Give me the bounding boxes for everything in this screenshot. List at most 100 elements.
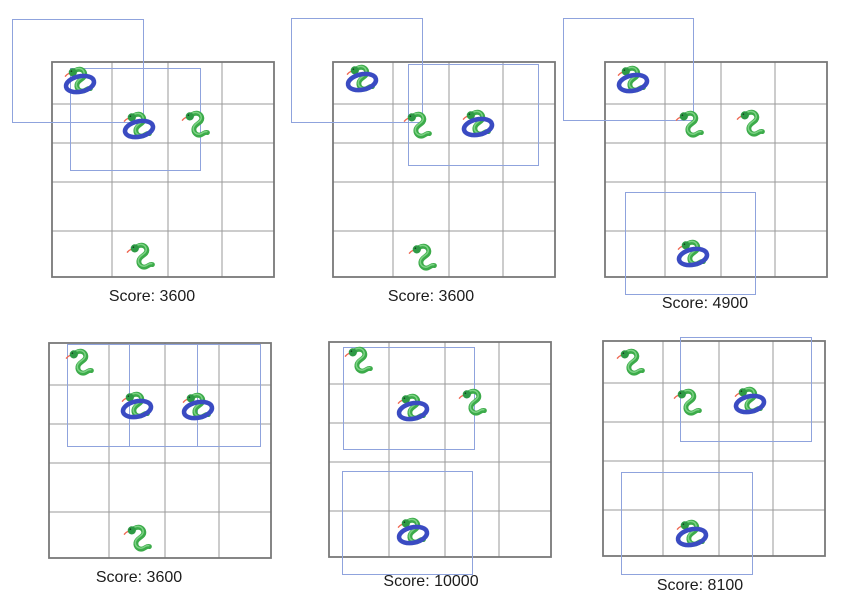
snake-head bbox=[68, 68, 77, 77]
snake-head bbox=[130, 244, 139, 253]
board-grid bbox=[48, 342, 272, 559]
snake-head bbox=[401, 395, 410, 404]
snake-icon bbox=[181, 110, 210, 138]
snake-head bbox=[185, 112, 194, 121]
selection-rectangle bbox=[342, 471, 473, 575]
snake-eye bbox=[682, 523, 685, 525]
snake-head bbox=[186, 394, 195, 403]
score-label: Score: 3600 bbox=[95, 569, 183, 586]
circled-snake-icon bbox=[616, 65, 650, 94]
snake-eye bbox=[129, 528, 132, 530]
snake-eye bbox=[403, 397, 406, 399]
snake-eye bbox=[187, 114, 190, 116]
snake-tongue bbox=[123, 117, 129, 122]
snake-head bbox=[677, 390, 686, 399]
snake-head bbox=[125, 393, 134, 402]
snake-icon bbox=[403, 111, 432, 139]
snake-tongue bbox=[123, 530, 129, 535]
snake-head bbox=[679, 112, 688, 121]
circled-snake-icon bbox=[120, 391, 154, 420]
selection-rectangle bbox=[625, 192, 756, 295]
snake-head bbox=[127, 113, 136, 122]
snake-icon bbox=[344, 346, 373, 374]
snake-tongue bbox=[616, 354, 622, 359]
board-grid bbox=[604, 61, 828, 278]
snake-icon bbox=[458, 388, 487, 416]
snake-eye bbox=[127, 395, 130, 397]
snake-icon bbox=[736, 109, 765, 137]
snake-tongue bbox=[408, 249, 414, 254]
snake-tongue bbox=[617, 71, 623, 76]
snake-head bbox=[127, 526, 136, 535]
snake-tongue bbox=[346, 70, 352, 75]
snake-eye bbox=[622, 352, 625, 354]
snake-tongue bbox=[736, 115, 742, 120]
circled-snake-icon bbox=[396, 393, 430, 422]
snake-eye bbox=[350, 350, 353, 352]
snake-tongue bbox=[458, 394, 464, 399]
snake-tongue bbox=[676, 525, 682, 530]
snake-head bbox=[680, 521, 689, 530]
snake-eye bbox=[129, 115, 132, 117]
snake-head bbox=[412, 245, 421, 254]
snake-eye bbox=[742, 113, 745, 115]
snake-eye bbox=[681, 114, 684, 116]
snake-head bbox=[620, 350, 629, 359]
board-grid bbox=[602, 340, 826, 557]
snake-eye bbox=[464, 392, 467, 394]
circled-snake-icon bbox=[396, 517, 430, 546]
snake-eye bbox=[352, 68, 355, 70]
snake-tongue bbox=[126, 248, 132, 253]
snake-eye bbox=[623, 69, 626, 71]
score-label: Score: 10000 bbox=[383, 573, 479, 590]
snake-tongue bbox=[675, 116, 681, 121]
snake-eye bbox=[132, 246, 135, 248]
snake-tongue bbox=[344, 352, 350, 357]
snake-tongue bbox=[181, 116, 187, 121]
snake-eye bbox=[683, 243, 686, 245]
snake-eye bbox=[679, 392, 682, 394]
snake-icon bbox=[408, 243, 437, 271]
snake-eye bbox=[409, 115, 412, 117]
circled-snake-icon bbox=[345, 64, 379, 93]
snake-icon bbox=[126, 242, 155, 270]
board-grid bbox=[51, 61, 275, 278]
selection-rectangle bbox=[621, 472, 753, 575]
selection-rectangle bbox=[12, 19, 144, 123]
snake-head bbox=[462, 390, 471, 399]
circled-snake-icon bbox=[675, 519, 709, 548]
selection-rectangle bbox=[291, 18, 423, 123]
snake-eye bbox=[740, 390, 743, 392]
snake-tongue bbox=[397, 399, 403, 404]
snake-head bbox=[407, 113, 416, 122]
snake-tongue bbox=[462, 115, 468, 120]
snake-head bbox=[401, 519, 410, 528]
snake-eye bbox=[414, 247, 417, 249]
snake-tongue bbox=[397, 523, 403, 528]
snake-icon bbox=[616, 348, 645, 376]
circled-snake-icon bbox=[733, 386, 767, 415]
circled-snake-icon bbox=[122, 111, 156, 140]
snake-icon bbox=[123, 524, 152, 552]
circled-snake-icon bbox=[63, 66, 97, 95]
snake-head bbox=[681, 241, 690, 250]
snake-eye bbox=[188, 396, 191, 398]
snake-tongue bbox=[64, 72, 70, 77]
score-label: Score: 3600 bbox=[108, 288, 196, 305]
circled-snake-icon bbox=[181, 392, 215, 421]
snake-head bbox=[69, 350, 78, 359]
board-grid bbox=[332, 61, 556, 278]
snake-head bbox=[350, 66, 359, 75]
snake-eye bbox=[70, 70, 73, 72]
snake-head bbox=[738, 388, 747, 397]
snake-icon bbox=[675, 110, 704, 138]
selection-rectangle bbox=[680, 337, 812, 442]
selection-rectangle bbox=[563, 18, 694, 121]
snake-head bbox=[740, 111, 749, 120]
circled-snake-icon bbox=[676, 239, 710, 268]
snake-tongue bbox=[121, 397, 127, 402]
snake-eye bbox=[403, 521, 406, 523]
snake-tongue bbox=[65, 354, 71, 359]
snake-tongue bbox=[403, 117, 409, 122]
